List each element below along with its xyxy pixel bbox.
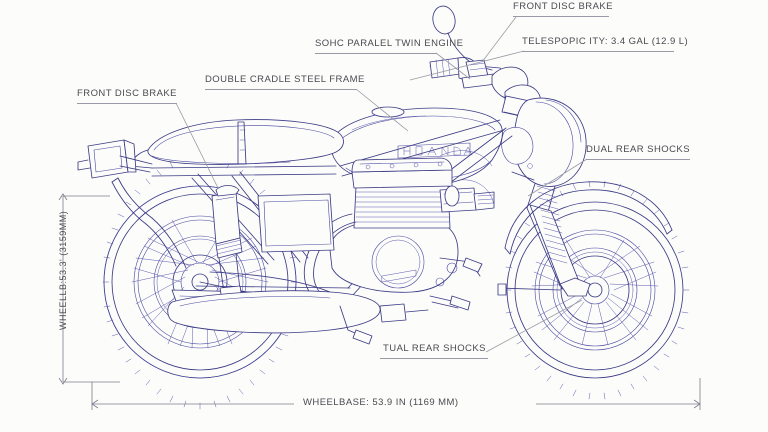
sohc-parallel-twin-engine xyxy=(167,150,495,334)
callout-underline-front-disc-brake-top xyxy=(513,16,609,17)
callout-underline-double-cradle xyxy=(205,89,357,90)
callout-sohc-parallel-twin-engine: SOHC PARALEL TWIN ENGINE xyxy=(315,38,464,49)
callout-telescopic-capacity: TELESPOPIC ITY: 3.4 GAL (12.9 L) xyxy=(522,36,689,47)
callout-dual-rear-shocks-bottom: TUAL REAR SHOCKS xyxy=(383,343,486,354)
dimension-label-overall-height: WHEELLB:53.3' (3159MM) xyxy=(58,210,68,330)
rear-fender xyxy=(77,139,187,269)
callout-underline-front-disc-brake-left xyxy=(77,103,177,104)
callout-leader-lines xyxy=(175,16,588,353)
callout-double-cradle-steel-frame: DOUBLE CRADLE STEEL FRAME xyxy=(205,74,365,85)
callout-underline-dual-rear-shocks-bottom xyxy=(380,358,488,359)
front-wheel xyxy=(504,180,690,400)
callout-underline-telescopic xyxy=(522,51,674,52)
callout-underline-sohc-engine xyxy=(315,53,437,54)
callout-front-disc-brake-left: FRONT DISC BRAKE xyxy=(77,88,177,99)
callout-underline-dual-rear-shocks-right xyxy=(586,159,690,160)
callout-dual-rear-shocks-right: DUAL REAR SHOCKS xyxy=(586,144,690,155)
dimension-lines xyxy=(58,193,701,410)
callout-front-disc-brake-top: FRONT DISC BRAKE xyxy=(513,1,613,12)
headlight xyxy=(501,97,587,187)
dimension-label-wheelbase: WHEELBASE: 53.9 IN (1169 MM) xyxy=(303,397,459,408)
footpeg-and-controls xyxy=(339,262,471,345)
seat xyxy=(129,119,344,169)
rear-shock-absorber xyxy=(211,185,243,301)
